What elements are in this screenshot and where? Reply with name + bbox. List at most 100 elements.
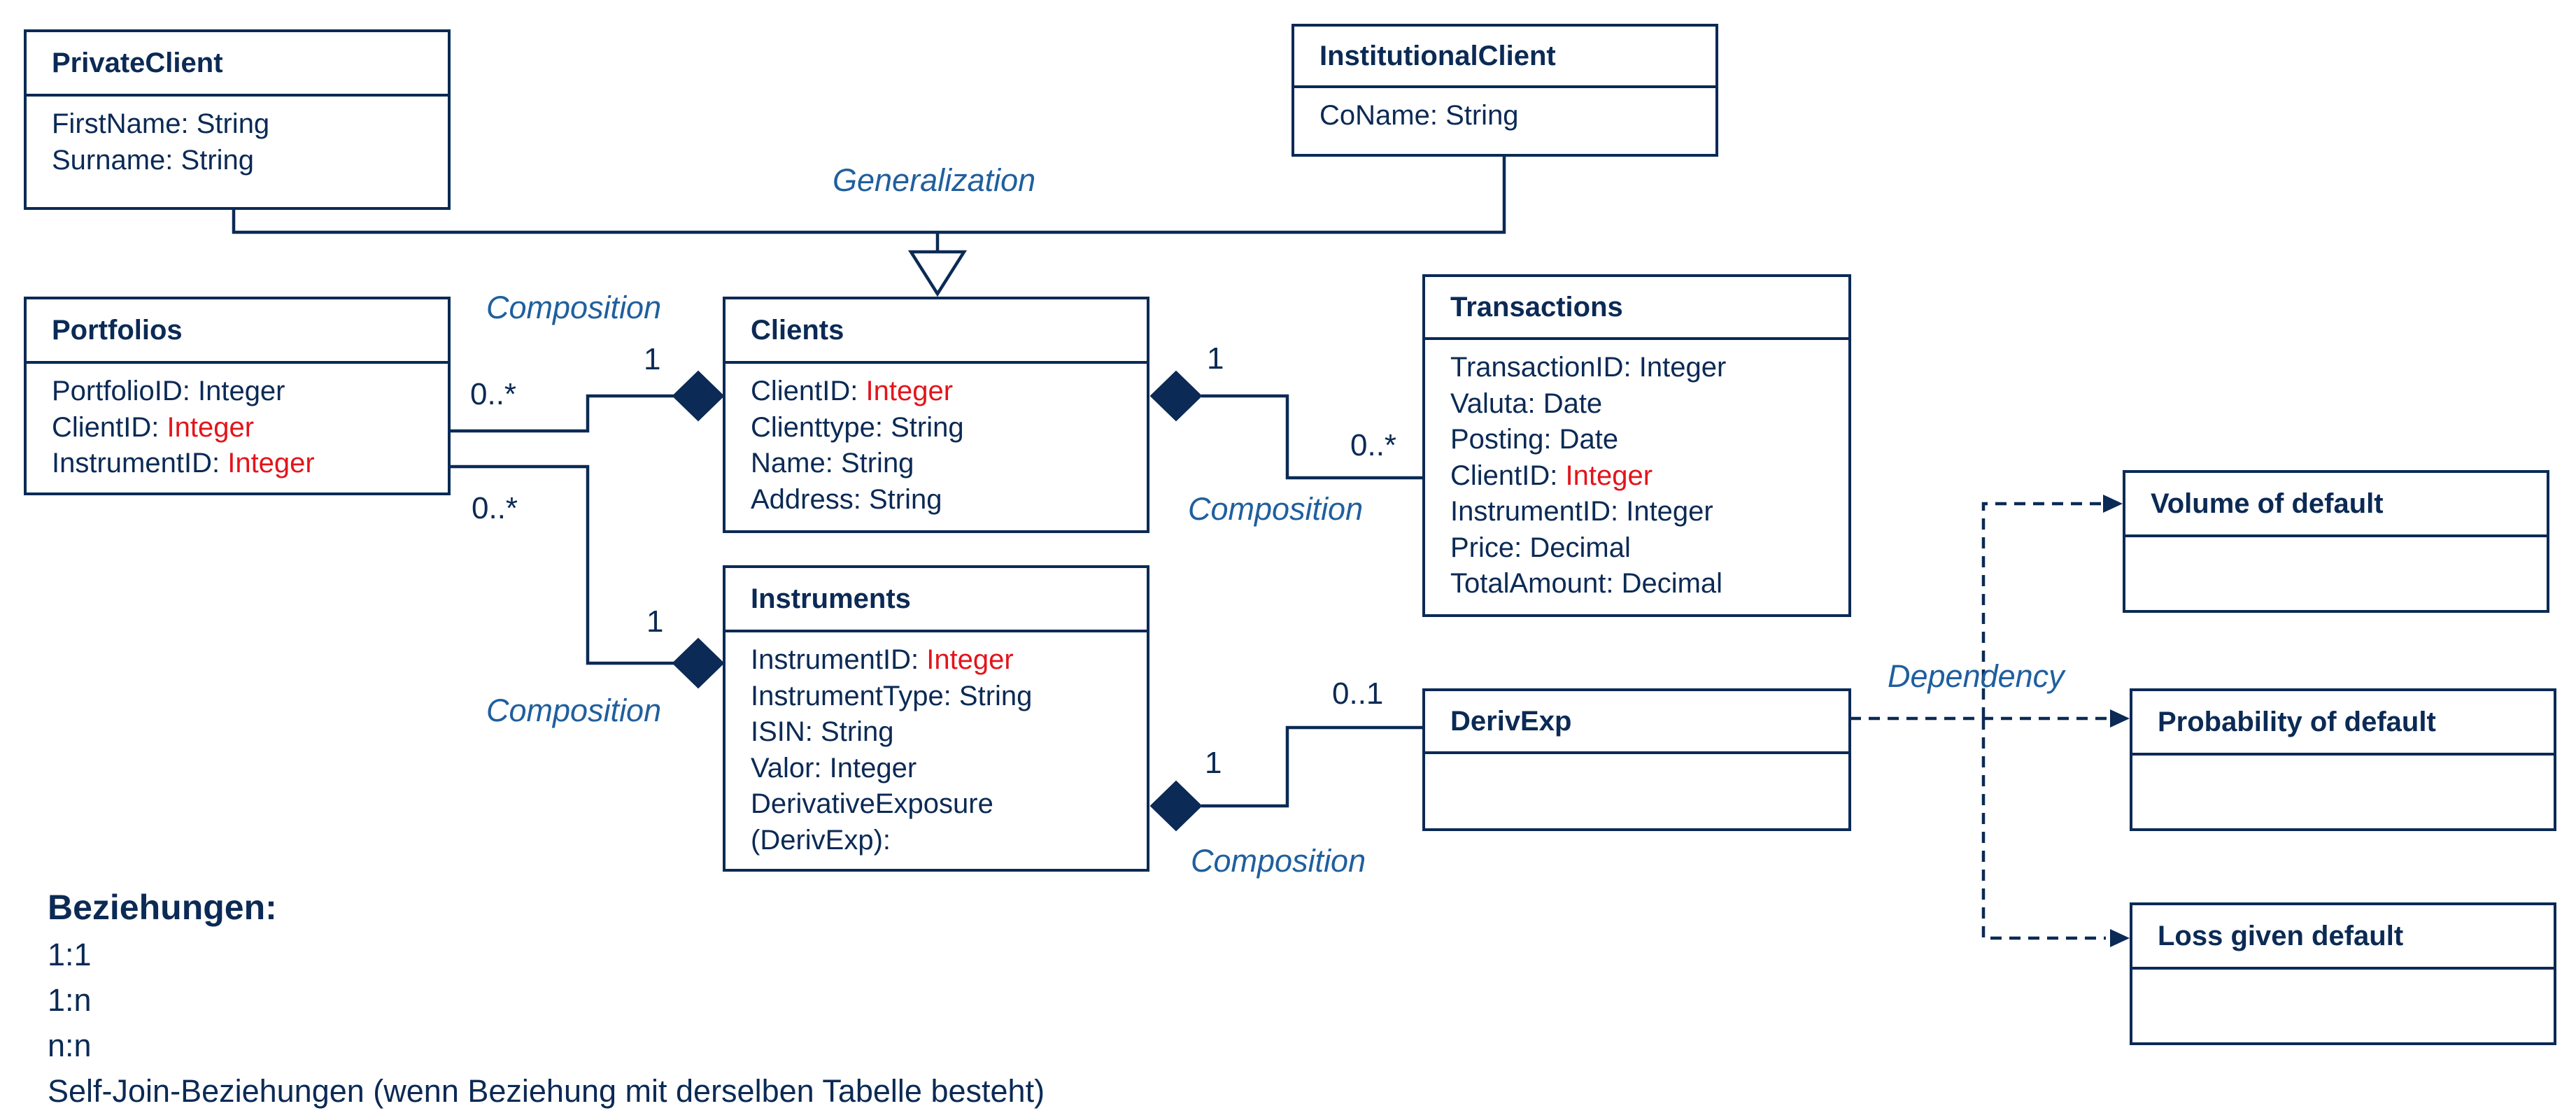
- label-composition-clients-transactions: Composition: [1188, 491, 1364, 527]
- composition-diamond-instruments-right: [1149, 780, 1203, 832]
- class-title: InstitutionalClient: [1294, 27, 1715, 88]
- dependency-line-loss: [1981, 718, 2106, 940]
- attribute-name: InstrumentID:: [52, 448, 228, 479]
- attribute-name: TransactionID:: [1450, 352, 1639, 383]
- attribute-list: PortfolioID: Integer ClientID: Integer I…: [27, 364, 448, 482]
- relationship-legend: Beziehungen: 1:1 1:n n:n Self-Join-Bezie…: [48, 883, 1045, 1114]
- attribute: Price: Decimal: [1450, 530, 1848, 567]
- attribute-list: InstrumentID: Integer InstrumentType: St…: [726, 632, 1147, 858]
- attribute-name: Clienttype:: [751, 411, 891, 443]
- attribute-name: DerivativeExposure: [751, 788, 993, 819]
- attribute-type: Date: [1559, 424, 1619, 455]
- attribute-list: CoName: String: [1294, 88, 1715, 134]
- class-title: Transactions: [1425, 277, 1848, 340]
- attribute-name: Posting:: [1450, 424, 1559, 455]
- multiplicity-instruments-derivexp-opt: 0..1: [1332, 676, 1384, 711]
- attribute-type: Integer: [197, 376, 285, 406]
- attribute-type: String: [958, 680, 1033, 711]
- attribute-name: ClientID:: [52, 411, 167, 443]
- class-title: Clients: [726, 299, 1147, 364]
- attribute: Address: String: [751, 482, 1147, 518]
- attribute: Surname: String: [52, 143, 448, 179]
- class-volume-of-default: Volume of default: [2123, 470, 2549, 613]
- attribute: Posting: Date: [1450, 422, 1848, 458]
- attribute-name: InstrumentType:: [751, 680, 959, 711]
- attribute: Clienttype: String: [751, 410, 1147, 446]
- attribute-name: Surname:: [52, 144, 181, 176]
- attribute-type: String: [1445, 100, 1519, 131]
- composition-line-instruments-derivexp: [1201, 725, 1424, 808]
- class-instruments: Instruments InstrumentID: Integer Instru…: [723, 565, 1149, 872]
- label-composition-portfolios-clients: Composition: [486, 290, 662, 325]
- attribute: InstrumentID: Integer: [751, 642, 1147, 679]
- attribute-type: Integer: [1565, 460, 1653, 491]
- attribute-name: TotalAmount:: [1450, 568, 1622, 599]
- attribute: Valuta: Date: [1450, 386, 1848, 423]
- dependency-arrowhead-loss: [2110, 929, 2130, 947]
- class-title: PrivateClient: [27, 32, 448, 97]
- attribute-type: String: [821, 716, 894, 747]
- multiplicity-portfolios-clients-many: 0..*: [470, 377, 517, 411]
- attribute: ClientID: Integer: [1450, 458, 1848, 495]
- multiplicity-portfolios-instruments-one: 1: [646, 604, 664, 639]
- attribute-type: String: [840, 448, 914, 479]
- attribute-type: Integer: [1626, 496, 1713, 527]
- dependency-arrowhead-probability: [2110, 709, 2130, 728]
- composition-diamond-clients-left: [672, 370, 725, 422]
- attribute-type: Integer: [926, 644, 1014, 675]
- attribute: TotalAmount: Decimal: [1450, 566, 1848, 602]
- attribute-name: Address:: [751, 483, 869, 515]
- attribute-type: Decimal: [1529, 532, 1631, 563]
- attribute: ClientID: Integer: [52, 410, 448, 446]
- label-composition-portfolios-instruments: Composition: [486, 693, 662, 728]
- generalization-line-institutional: [937, 155, 1506, 234]
- attribute-type: Integer: [167, 411, 255, 443]
- attribute-type: Integer: [865, 376, 954, 406]
- class-institutional-client: InstitutionalClient CoName: String: [1291, 24, 1718, 157]
- multiplicity-instruments-derivexp-one: 1: [1205, 746, 1222, 780]
- label-composition-instruments-derivexp: Composition: [1191, 843, 1366, 879]
- attribute: Valor: Integer: [751, 751, 1147, 787]
- attribute-type: String: [196, 108, 270, 139]
- generalization-triangle: [907, 250, 968, 297]
- legend-item: 1:1: [48, 937, 92, 972]
- class-private-client: PrivateClient FirstName: String Surname:…: [24, 29, 451, 210]
- attribute-type: Integer: [829, 752, 917, 784]
- attribute: ClientID: Integer: [751, 374, 1147, 410]
- attribute-name: FirstName:: [52, 108, 197, 139]
- attribute-name: PortfolioID:: [52, 376, 198, 406]
- class-portfolios: Portfolios PortfolioID: Integer ClientID…: [24, 297, 451, 495]
- multiplicity-clients-transactions-many: 0..*: [1350, 428, 1397, 462]
- composition-diamond-instruments-left: [672, 637, 725, 689]
- class-title: Volume of default: [2125, 473, 2547, 537]
- attribute-type: String: [181, 144, 255, 176]
- attribute: PortfolioID: Integer: [52, 374, 448, 410]
- dependency-arrowhead-volume: [2103, 495, 2123, 513]
- attribute-name: ClientID:: [1450, 460, 1566, 491]
- attribute-name: Valuta:: [1450, 388, 1543, 419]
- composition-line-portfolios-clients: [449, 394, 675, 433]
- attribute: Name: String: [751, 446, 1147, 482]
- legend-item: Self-Join-Beziehungen (wenn Beziehung mi…: [48, 1073, 1045, 1109]
- multiplicity-portfolios-instruments-many: 0..*: [472, 491, 518, 525]
- attribute: InstrumentID: Integer: [52, 446, 448, 482]
- attribute-type: String: [868, 483, 942, 515]
- attribute-type: String: [891, 411, 964, 443]
- multiplicity-portfolios-clients-one: 1: [644, 342, 661, 376]
- class-title: Instruments: [726, 568, 1147, 632]
- attribute: CoName: String: [1319, 98, 1715, 134]
- dependency-line-volume: [1981, 502, 2106, 718]
- attribute-type: Integer: [227, 448, 315, 479]
- attribute-name: (DerivExp):: [751, 824, 891, 856]
- attribute: ISIN: String: [751, 714, 1147, 751]
- attribute-name: ISIN:: [751, 716, 821, 747]
- class-title: Probability of default: [2132, 691, 2554, 756]
- attribute-name: CoName:: [1319, 100, 1446, 131]
- attribute: DerivativeExposure: [751, 786, 1147, 823]
- class-probability-of-default: Probability of default: [2130, 688, 2556, 831]
- attribute: FirstName: String: [52, 106, 448, 143]
- legend-item: n:n: [48, 1028, 92, 1063]
- class-title: DerivExp: [1425, 691, 1848, 754]
- attribute-list: FirstName: String Surname: String: [27, 97, 448, 178]
- attribute-type: Date: [1543, 388, 1603, 419]
